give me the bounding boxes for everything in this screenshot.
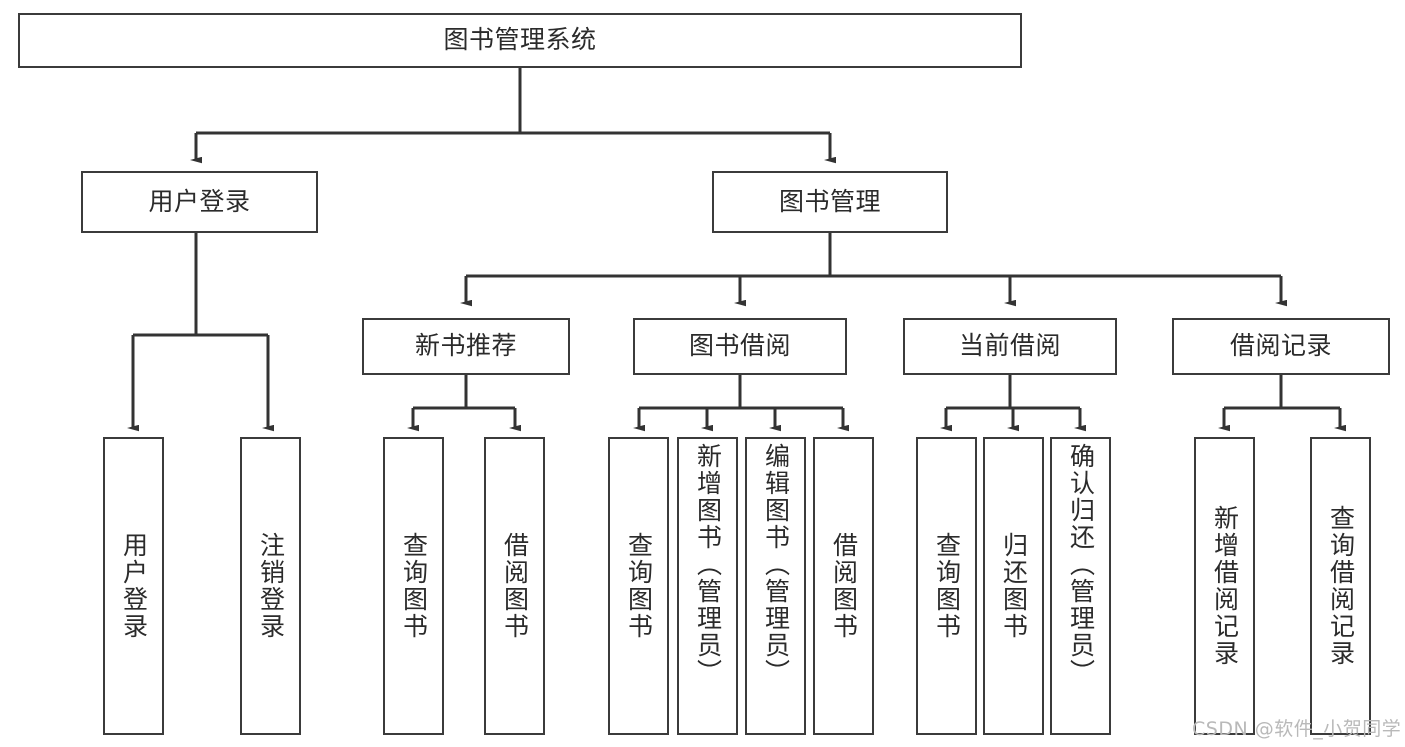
leaf-add-book[interactable]: 新增图书（管理员） <box>677 437 738 735</box>
leaf-edit-book[interactable]: 编辑图书（管理员） <box>745 437 806 735</box>
node-label: 查询图书 <box>399 532 429 640</box>
node-current-borrow[interactable]: 当前借阅 <box>903 318 1117 375</box>
node-root-system[interactable]: 图书管理系统 <box>18 13 1022 68</box>
node-label: 新增借阅记录 <box>1210 505 1240 667</box>
node-label: 图书管理系统 <box>443 25 597 55</box>
node-label: 图书管理 <box>778 186 881 216</box>
node-label: 用户登录 <box>119 532 149 640</box>
node-label: 注销登录 <box>256 532 286 640</box>
node-book-manage[interactable]: 图书管理 <box>712 171 948 233</box>
node-label: 查询图书 <box>932 532 962 640</box>
node-label: 当前借阅 <box>958 331 1061 361</box>
leaf-borrow-book-1[interactable]: 借阅图书 <box>484 437 545 735</box>
leaf-confirm-return[interactable]: 确认归还（管理员） <box>1050 437 1111 735</box>
node-borrow-record[interactable]: 借阅记录 <box>1172 318 1390 375</box>
node-label: 借阅记录 <box>1229 331 1332 361</box>
node-label: 查询图书 <box>624 532 654 640</box>
leaf-add-record[interactable]: 新增借阅记录 <box>1194 437 1255 735</box>
node-label: 查询借阅记录 <box>1326 505 1356 667</box>
node-label: 新书推荐 <box>414 331 517 361</box>
leaf-query-record[interactable]: 查询借阅记录 <box>1310 437 1371 735</box>
node-label: 编辑图书（管理员） <box>761 443 791 686</box>
leaf-logout-login[interactable]: 注销登录 <box>240 437 301 735</box>
node-label: 用户登录 <box>148 186 251 216</box>
node-user-login[interactable]: 用户登录 <box>81 171 318 233</box>
leaf-query-book-2[interactable]: 查询图书 <box>608 437 669 735</box>
leaf-return-book[interactable]: 归还图书 <box>983 437 1044 735</box>
leaf-borrow-book-2[interactable]: 借阅图书 <box>813 437 874 735</box>
node-label: 图书借阅 <box>688 331 791 361</box>
leaf-query-book-1[interactable]: 查询图书 <box>383 437 444 735</box>
node-label: 归还图书 <box>999 532 1029 640</box>
csdn-watermark: CSDN @软件_小贺同学 <box>1192 718 1402 740</box>
leaf-user-login[interactable]: 用户登录 <box>103 437 164 735</box>
node-label: 新增图书（管理员） <box>693 443 723 686</box>
node-label: 借阅图书 <box>829 532 859 640</box>
node-label: 确认归还（管理员） <box>1066 443 1096 686</box>
node-new-book-rec[interactable]: 新书推荐 <box>362 318 570 375</box>
leaf-query-book-3[interactable]: 查询图书 <box>916 437 977 735</box>
node-label: 借阅图书 <box>500 532 530 640</box>
node-book-borrow[interactable]: 图书借阅 <box>633 318 847 375</box>
